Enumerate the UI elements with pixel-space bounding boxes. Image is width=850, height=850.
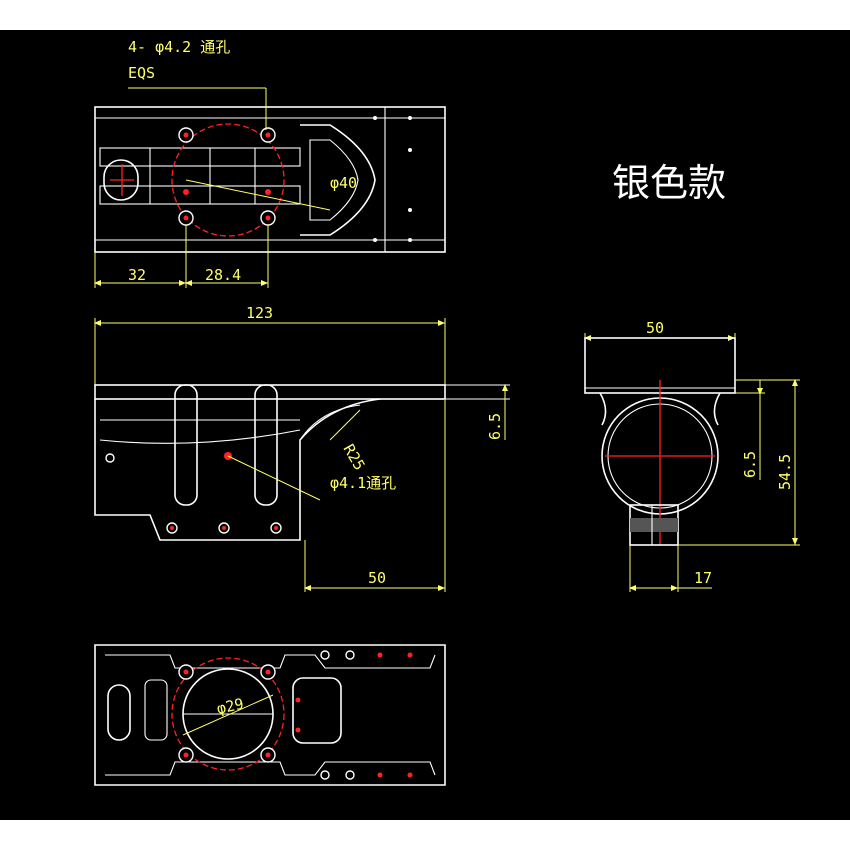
dim-54-5: 54.5 bbox=[776, 454, 794, 490]
dim-17: 17 bbox=[694, 569, 712, 587]
dim-dia-29: φ29 bbox=[215, 695, 245, 718]
hole-callout-4-1: φ4.1通孔 bbox=[330, 474, 396, 492]
top-view bbox=[94, 87, 446, 288]
dim-dia-40: φ40 bbox=[330, 174, 357, 192]
hole-callout-sub: EQS bbox=[128, 64, 155, 82]
dim-6-5-front: 6.5 bbox=[486, 413, 504, 440]
bottom-view bbox=[94, 644, 446, 786]
dim-r25: R25 bbox=[340, 441, 369, 473]
cad-canvas: 4- φ4.2 通孔 EQS φ40 32 28.4 银色款 bbox=[0, 30, 850, 820]
dim-6-5-side: 6.5 bbox=[741, 451, 759, 478]
cad-drawing: 4- φ4.2 通孔 EQS φ40 32 28.4 银色款 bbox=[94, 38, 800, 786]
caption-silver: 银色款 bbox=[612, 161, 726, 205]
dim-50-front: 50 bbox=[368, 569, 386, 587]
front-view bbox=[94, 318, 510, 592]
dim-50-side: 50 bbox=[646, 319, 664, 337]
side-view bbox=[584, 333, 800, 592]
dim-123: 123 bbox=[246, 304, 273, 322]
dim-28-4: 28.4 bbox=[205, 266, 241, 284]
dim-32: 32 bbox=[128, 266, 146, 284]
hole-callout: 4- φ4.2 通孔 bbox=[128, 38, 230, 56]
